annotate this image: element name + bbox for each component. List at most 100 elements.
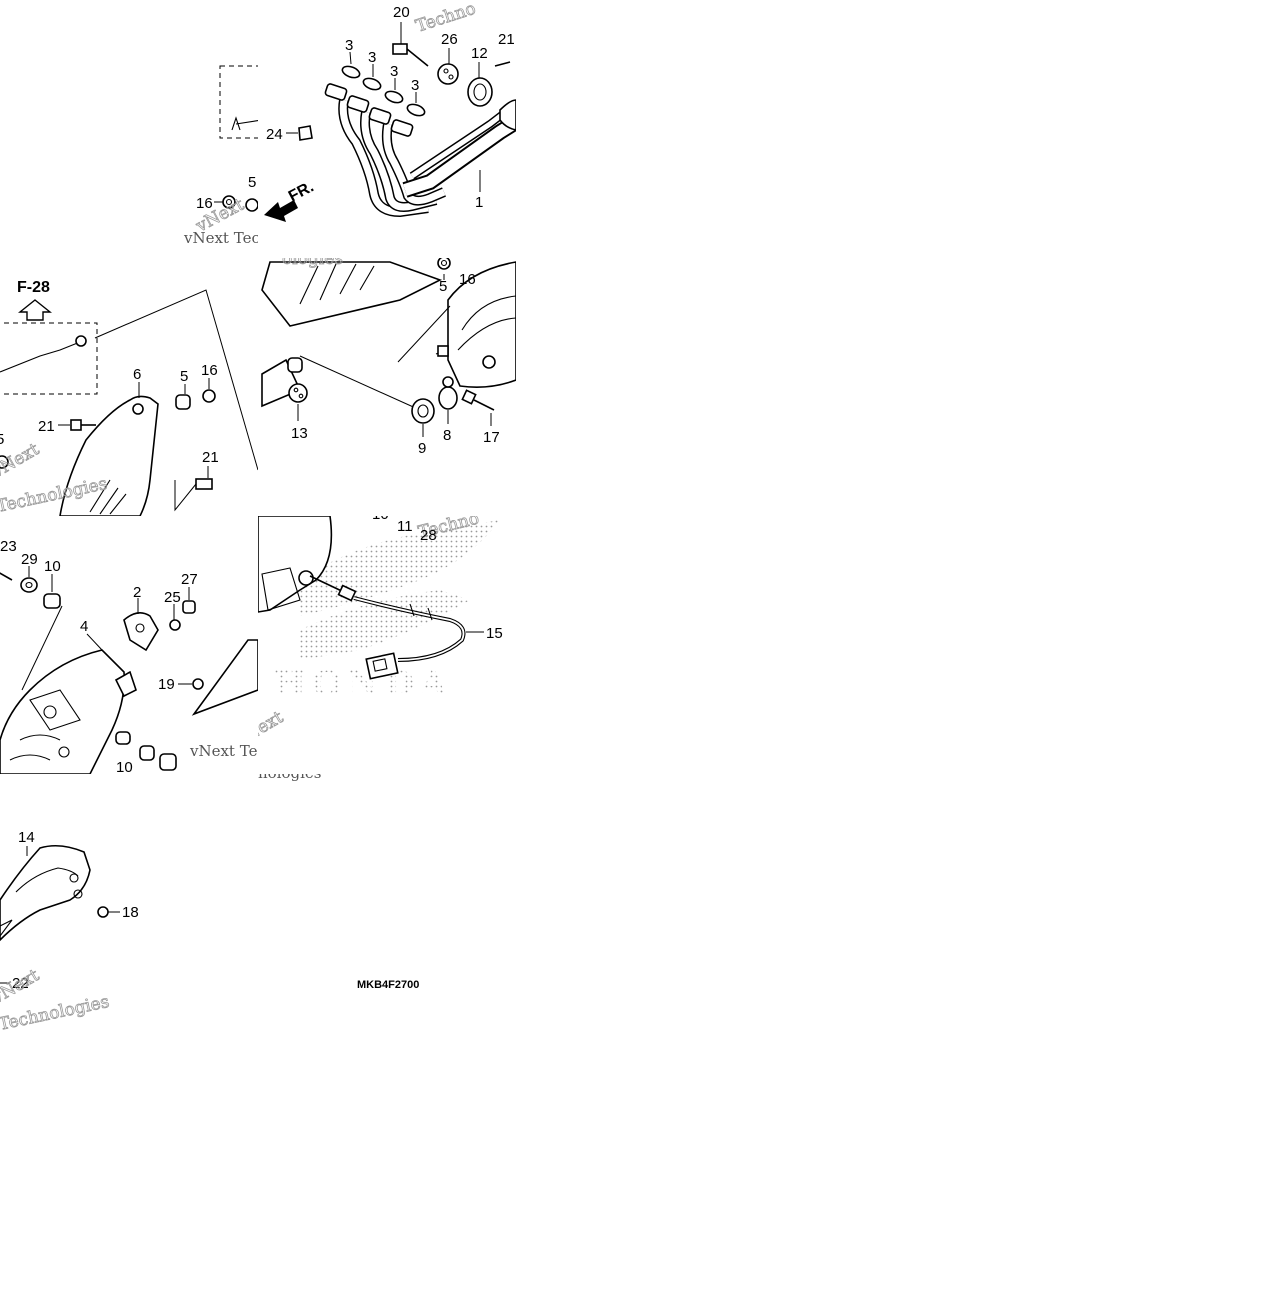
muffler-hanger xyxy=(447,261,516,388)
bolt-19 xyxy=(192,678,204,690)
watermark-text: nologies xyxy=(258,764,322,782)
callout-8: 8 xyxy=(443,427,451,444)
honda-text-watermark: HONDA xyxy=(274,664,453,704)
callout-21: 21 xyxy=(38,418,55,435)
tile-heat-shield-bracket: F-28 6 5 16 21 21 5 vNext Technologies xyxy=(0,279,258,516)
watermark-text: Technologies xyxy=(0,992,111,1035)
watermark-text: vNext xyxy=(0,439,43,482)
gasket-3 xyxy=(384,90,404,104)
callout-21: 21 xyxy=(202,449,219,466)
callout-19: 19 xyxy=(158,676,175,693)
callout-29: 29 xyxy=(21,551,38,568)
collar-5 xyxy=(245,198,258,212)
stud-24 xyxy=(298,125,313,141)
callout-26: 26 xyxy=(441,31,458,48)
front-direction-arrow: FR. xyxy=(264,178,317,222)
collar-9 xyxy=(411,398,435,424)
watermark-text: vNext Tec xyxy=(189,742,266,760)
hose-fragment xyxy=(231,116,258,131)
callout-21: 21 xyxy=(498,31,515,48)
callout-13: 13 xyxy=(291,425,308,442)
callout-22: 22 xyxy=(12,975,29,992)
bolt-17-shank xyxy=(473,399,495,411)
bolt-20-head xyxy=(392,43,408,55)
heat-guard-14 xyxy=(0,844,91,942)
muffler-4 xyxy=(0,649,126,774)
section-reference: F-28 xyxy=(17,279,50,296)
callout-24: 24 xyxy=(266,126,283,143)
bolt-21 xyxy=(195,478,213,490)
callout-4: 4 xyxy=(80,618,88,635)
callout-3: 3 xyxy=(411,77,419,94)
header-collector xyxy=(258,516,333,613)
callout-25: 25 xyxy=(164,589,181,606)
reference-arrow-icon xyxy=(18,299,52,321)
direction-label: FR. xyxy=(286,178,317,205)
heat-shield-upper xyxy=(261,261,443,327)
grommet-10 xyxy=(43,593,61,609)
callout-14: 14 xyxy=(18,829,35,846)
heat-shield-fragment xyxy=(191,639,258,716)
washer-25 xyxy=(169,619,181,631)
nut-16 xyxy=(202,389,216,403)
callout-3: 3 xyxy=(390,63,398,80)
detail-box xyxy=(219,65,258,139)
callout-17: 17 xyxy=(483,429,500,446)
grommet-12 xyxy=(467,77,493,107)
bracket-6 xyxy=(59,395,159,516)
grommet-8 xyxy=(438,386,458,410)
bolt-23 xyxy=(0,572,13,581)
cable-detail xyxy=(0,341,81,373)
bolt-21 xyxy=(70,419,82,431)
tile-rear-mount: ologies 5 16 13 9 8 17 xyxy=(261,249,516,457)
bolt-21 xyxy=(494,61,511,67)
tile-oxygen-sensor: Techno 10 11 28 HONDA 15 vNext xyxy=(258,506,503,751)
grommet-10 xyxy=(115,731,131,745)
washer-29 xyxy=(20,577,38,593)
bolt-20-shank xyxy=(406,48,429,67)
callout-9: 9 xyxy=(418,440,426,457)
callout-10: 10 xyxy=(116,759,133,776)
callout-16: 16 xyxy=(459,271,476,288)
bolt-17-head xyxy=(461,389,477,405)
detail-box xyxy=(0,322,98,395)
watermark-text: vNext xyxy=(0,965,43,1008)
callout-5: 5 xyxy=(180,368,188,385)
drawing-code: MKB4F2700 xyxy=(357,979,419,991)
callout-15: 15 xyxy=(486,625,503,642)
nut-16 xyxy=(437,258,451,270)
sensor-connector xyxy=(365,652,399,680)
gasket-3 xyxy=(341,65,361,79)
callout-3: 3 xyxy=(368,49,376,66)
callout-16: 16 xyxy=(201,362,218,379)
callout-23: 23 xyxy=(0,538,17,555)
callout-5: 5 xyxy=(0,431,4,448)
bolt-18 xyxy=(97,906,109,918)
gasket-3 xyxy=(362,77,382,91)
callout-10: 10 xyxy=(372,506,389,523)
tile-heat-guard: 14 18 22 vNext Technologies xyxy=(0,829,139,1035)
tile-exhaust-manifold: Techno 20 26 12 21 3 3 3 3 xyxy=(264,0,516,222)
callout-10: 10 xyxy=(44,558,61,575)
tile-drawing-code: nologies MKB4F2700 xyxy=(258,764,419,991)
callout-1: 1 xyxy=(475,194,483,211)
tile-muffler: 23 29 10 2 25 27 4 19 xyxy=(0,538,266,776)
callout-2: 2 xyxy=(133,584,141,601)
rubber-26 xyxy=(437,63,459,85)
callout-20: 20 xyxy=(393,4,410,21)
watermark-text: ologies xyxy=(282,249,343,269)
callout-18: 18 xyxy=(122,904,139,921)
exhaust-header-pipes xyxy=(317,83,516,220)
tile-upper-left: 16 5 vNext Tec vNext xyxy=(183,65,260,247)
collar-5 xyxy=(175,394,191,410)
watermark-text: vNext Tec xyxy=(183,229,260,247)
callout-12: 12 xyxy=(471,45,488,62)
leader-line xyxy=(94,289,258,471)
callout-16: 16 xyxy=(196,195,213,212)
callout-6: 6 xyxy=(133,366,141,383)
callout-27: 27 xyxy=(181,571,198,588)
rubber-13 xyxy=(288,383,308,403)
callout-5: 5 xyxy=(439,278,447,295)
